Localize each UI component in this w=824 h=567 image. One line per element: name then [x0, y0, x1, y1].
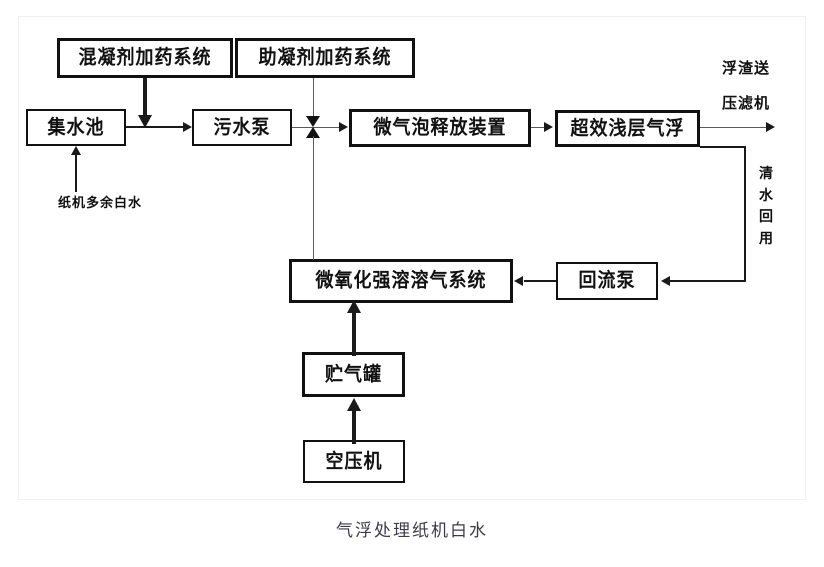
flow-dissolver-to-valve-riser — [313, 136, 314, 260]
annotation-scum-line2: 压滤机 — [722, 94, 771, 112]
flow-daf-clearwater-riser — [744, 146, 746, 282]
node-label: 微氧化强溶溶气系统 — [315, 269, 487, 292]
flow-daf-clearwater-top — [700, 146, 746, 148]
node-return-pump[interactable]: 回流泵 — [556, 262, 658, 300]
flow-returnpump-to-dissolver-line — [524, 280, 556, 282]
flow-sump-to-pump-arrow — [183, 122, 192, 132]
flow-bubblegen-to-daf-arrow — [544, 122, 553, 132]
node-label: 微气泡释放装置 — [373, 116, 507, 139]
dosing-valve-icon — [306, 116, 320, 138]
figure-caption: 气浮处理纸机白水 — [336, 521, 488, 541]
node-gas-storage-tank[interactable]: 贮气罐 — [302, 352, 405, 397]
flow-coagulant-to-main-line — [143, 78, 147, 118]
node-sewage-pump[interactable]: 污水泵 — [192, 109, 292, 146]
valve-lower-triangle — [306, 127, 320, 138]
annotation-clean-water-reuse: 清水回用 — [759, 166, 774, 248]
node-micro-oxidation-dissolved-air-system[interactable]: 微氧化强溶溶气系统 — [289, 259, 513, 303]
flow-sump-to-pump-line — [126, 126, 184, 128]
flow-coagulant-to-main-arrow — [138, 115, 152, 128]
flow-compressor-to-airtank-arrow — [347, 398, 361, 411]
flow-whitewater-to-sump-line — [75, 150, 77, 192]
node-label: 助凝剂加药系统 — [258, 46, 392, 69]
flow-clearwater-to-returnpump-arrow — [661, 276, 670, 286]
node-label: 贮气罐 — [325, 362, 382, 386]
flow-daf-to-scum-arrow — [766, 122, 775, 132]
flow-returnpump-to-dissolver-arrow — [514, 276, 523, 286]
flow-whitewater-to-sump-arrow — [71, 146, 81, 155]
flow-pump-to-bubblegen-arrow — [339, 122, 348, 132]
flow-airtank-to-dissolver-arrow — [347, 300, 361, 313]
node-coagulant-dosing-system[interactable]: 混凝剂加药系统 — [57, 38, 233, 78]
valve-upper-triangle — [306, 116, 320, 127]
node-super-efficient-shallow-air-flotation[interactable]: 超效浅层气浮 — [555, 110, 700, 147]
node-flocculant-dosing-system[interactable]: 助凝剂加药系统 — [235, 38, 415, 78]
annotation-excess-white-water: 纸机多余白水 — [58, 196, 143, 211]
node-label: 空压机 — [325, 449, 383, 473]
node-air-compressor[interactable]: 空压机 — [303, 440, 405, 483]
flow-airtank-to-dissolver-line — [352, 310, 356, 356]
annotation-scum-line1: 浮渣送 — [722, 59, 771, 77]
node-label: 污水泵 — [213, 115, 271, 139]
node-collection-tank[interactable]: 集水池 — [26, 109, 126, 146]
flow-clearwater-to-returnpump-line — [670, 280, 746, 282]
flow-compressor-to-airtank-line — [352, 408, 356, 444]
flow-flocculant-dose-line — [313, 78, 314, 116]
flow-bubblegen-to-daf-line — [531, 127, 545, 128]
flow-daf-to-scum-line — [700, 127, 770, 128]
node-label: 回流泵 — [578, 269, 636, 292]
node-label: 超效浅层气浮 — [570, 116, 685, 140]
node-label: 集水池 — [47, 115, 105, 139]
node-label: 混凝剂加药系统 — [78, 46, 212, 69]
node-microbubble-release-device[interactable]: 微气泡释放装置 — [349, 109, 531, 147]
diagram-frame — [18, 16, 806, 500]
